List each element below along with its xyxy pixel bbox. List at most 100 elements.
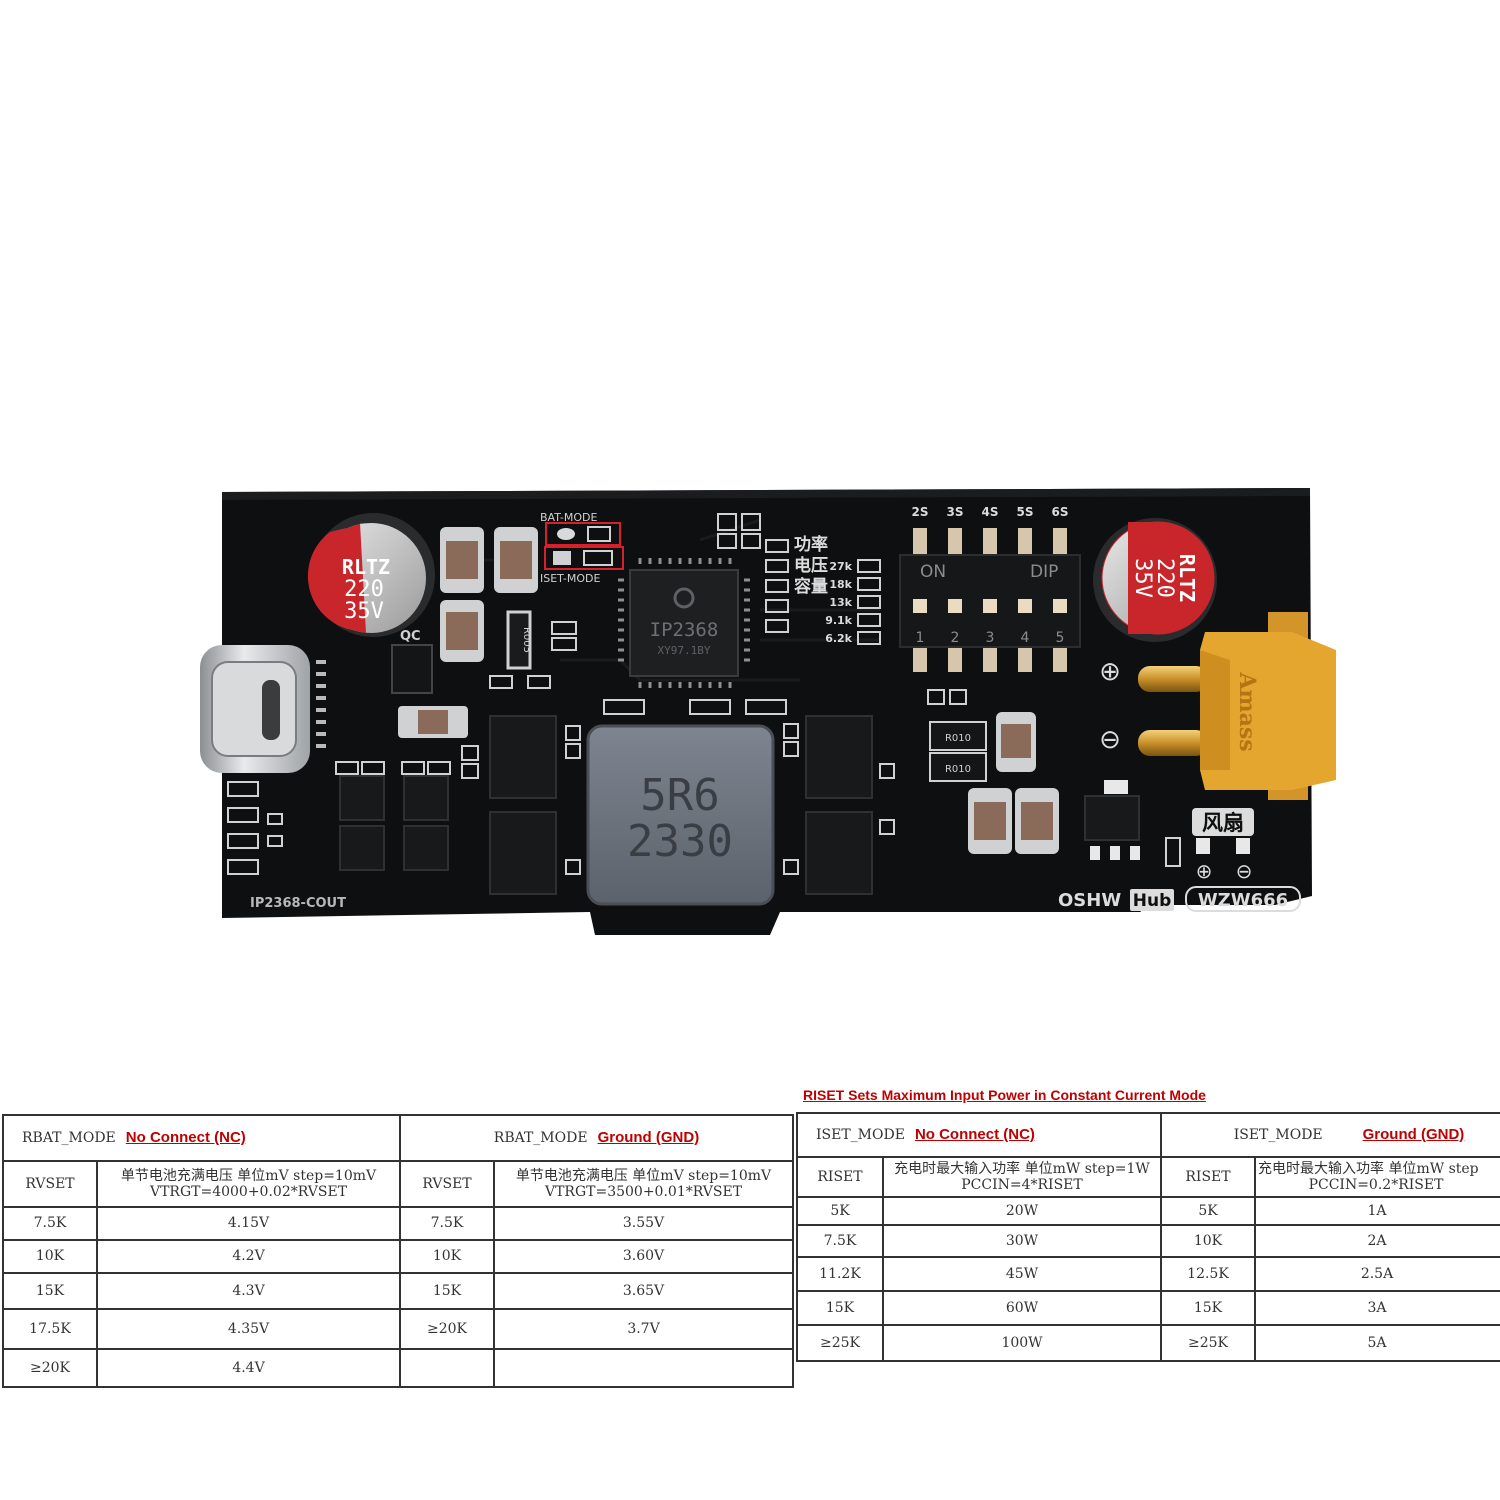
riset-table: ISET_MODE No Connect (NC) ISET_MODE Ground… [796,1112,1500,1362]
rbat-nc-r5-b: 4.4V [96,1348,401,1388]
riset-gnd-mode-value: Ground (GND) [1362,1126,1465,1143]
riset-gnd-r5-b: 5A [1254,1324,1500,1362]
riset-gnd-r4-a: 15K [1160,1290,1256,1326]
rbat-nc-r4-a: 17.5K [2,1308,98,1350]
riset-nc-r5-b: 100W [882,1324,1162,1362]
rbat-gnd-r2-b: 3.60V [493,1239,794,1274]
riset-nc-r4-a: 15K [796,1290,884,1326]
capacitor-right: RLTZ 220 35V [1093,518,1217,642]
resistor-18k: 18k [829,578,852,591]
dip-label: DIP [1030,562,1058,582]
cell-5s: 5S [1017,505,1034,519]
chip-name: IP2368 [650,619,719,641]
riset-nc-r1-a: 5K [796,1196,884,1226]
rbat-gnd-r1-a: 7.5K [399,1206,495,1241]
oshw-label: OSHW [1058,890,1121,911]
rbat-nc-col-b-line2: VTRGT=4000+0.02*RVSET [149,1184,348,1200]
riset-nc-r4-b: 60W [882,1290,1162,1326]
inductor-code: 2330 [627,816,733,867]
riset-gnd-r1-a: 5K [1160,1196,1256,1226]
rbat-gnd-mode-value: Ground (GND) [597,1129,700,1146]
label-voltage: 电压 [794,555,828,576]
rbat-nc-r2-a: 10K [2,1239,98,1274]
riset-nc-r2-b: 30W [882,1224,1162,1258]
riset-caption: RISET Sets Maximum Input Power in Consta… [803,1087,1206,1103]
plus-symbol: ⊕ [1099,657,1121,687]
fan-plus: ⊕ [1196,859,1213,883]
riset-gnd-r2-a: 10K [1160,1224,1256,1258]
ceramic-capacitors [398,527,1059,854]
riset-nc-col-b-line1: 充电时最大输入功率 单位mW step=1W [894,1161,1150,1177]
current-sense-resistor: R005 QC [391,610,532,694]
riset-gnd-col-b-line1: 充电时最大输入功率 单位mW step [1258,1161,1479,1177]
capacitor-left-line1: RLTZ [342,555,390,579]
rbat-nc-mode-label: RBAT_MODE [22,1130,116,1146]
rbat-nc-r3-a: 15K [2,1272,98,1310]
capacitor-right-line3: 35V [1130,558,1155,598]
resistor-6k2: 6.2k [825,632,852,645]
rbat-nc-header: RBAT_MODE No Connect (NC) [2,1114,401,1162]
cell-3s: 3S [947,505,964,519]
dip-num-5: 5 [1056,630,1065,646]
riset-nc-mode-label: ISET_MODE [816,1127,905,1143]
rbat-gnd-mode-label: RBAT_MODE [493,1130,588,1146]
rbat-table: RBAT_MODE No Connect (NC) RBAT_MODE Ground… [2,1114,794,1388]
label-capacity: 容量 [794,576,828,597]
inductor-value: 5R6 [640,770,719,821]
riset-nc-mode-value: No Connect (NC) [914,1126,1035,1143]
rbat-gnd-col-a: RVSET [399,1160,495,1208]
xt60-connector: ⊕ ⊖ Amass [1099,612,1336,800]
riset-nc-r1-b: 20W [882,1196,1162,1226]
capacitor-left-line2: 220 [344,577,384,602]
dip-num-4: 4 [1021,630,1030,646]
smd-pads [227,513,1181,875]
author-label: WZW666 [1198,890,1288,911]
cell-4s: 4S [982,505,999,519]
silkscreen-bottom: IP2368-COUT OSHW Hub WZW666 [250,886,1301,912]
board-name: IP2368-COUT [250,896,346,911]
riset-nc-r5-a: ≥25K [796,1324,884,1362]
rbat-gnd-header: RBAT_MODE Ground (GND) [399,1114,794,1162]
rbat-nc-col-b-line1: 单节电池充满电压 单位mV step=10mV [120,1168,377,1184]
cell-6s: 6S [1052,505,1069,519]
fan-minus: ⊖ [1236,859,1253,883]
rbat-gnd-r4-b: 3.7V [493,1308,794,1350]
dip-num-3: 3 [986,630,995,646]
resistor-13k: 13k [829,596,852,609]
riset-gnd-r4-b: 3A [1254,1290,1500,1326]
riset-gnd-r3-b: 2.5A [1254,1256,1500,1292]
selection-labels: 功率 电压 容量 27k 18k 13k 9.1k 6.2k [765,534,881,645]
r010-top: R010 [945,733,971,744]
minus-symbol: ⊖ [1099,725,1121,755]
capacitor-left: RLTZ 220 35V [307,513,435,637]
usb-c-port [200,645,326,773]
rbat-gnd-col-b-line1: 单节电池充满电压 单位mV step=10mV [515,1168,772,1184]
rbat-gnd-col-b-line2: VTRGT=3500+0.01*RVSET [544,1184,743,1200]
dip-num-1: 1 [916,630,925,646]
capacitor-left-line3: 35V [344,599,384,624]
rbat-nc-r5-a: ≥20K [2,1348,98,1388]
fan-label: 风扇 [1202,811,1244,835]
rbat-nc-mode-value: No Connect (NC) [125,1129,246,1146]
iset-mode-label: ISET-MODE [540,572,600,585]
mode-pads: BAT-MODE ISET-MODE [540,511,624,585]
cell-2s: 2S [912,505,929,519]
rbat-nc-r1-b: 4.15V [96,1206,401,1241]
rbat-gnd-r4-a: ≥20K [399,1308,495,1350]
r005-label: R005 [521,627,532,653]
rbat-gnd-r3-a: 15K [399,1272,495,1310]
riset-gnd-header: ISET_MODE Ground (GND) [1160,1112,1500,1158]
riset-nc-header: ISET_MODE No Connect (NC) [796,1112,1162,1158]
capacitor-right-line1: RLTZ [1175,554,1199,602]
riset-gnd-mode-label: ISET_MODE [1233,1127,1323,1143]
sense-resistors: R010 R010 [929,721,987,782]
chip-code: XY97.1BY [658,644,711,657]
pcb-photo: RLTZ 220 35V RLTZ 220 35V [200,488,1336,935]
